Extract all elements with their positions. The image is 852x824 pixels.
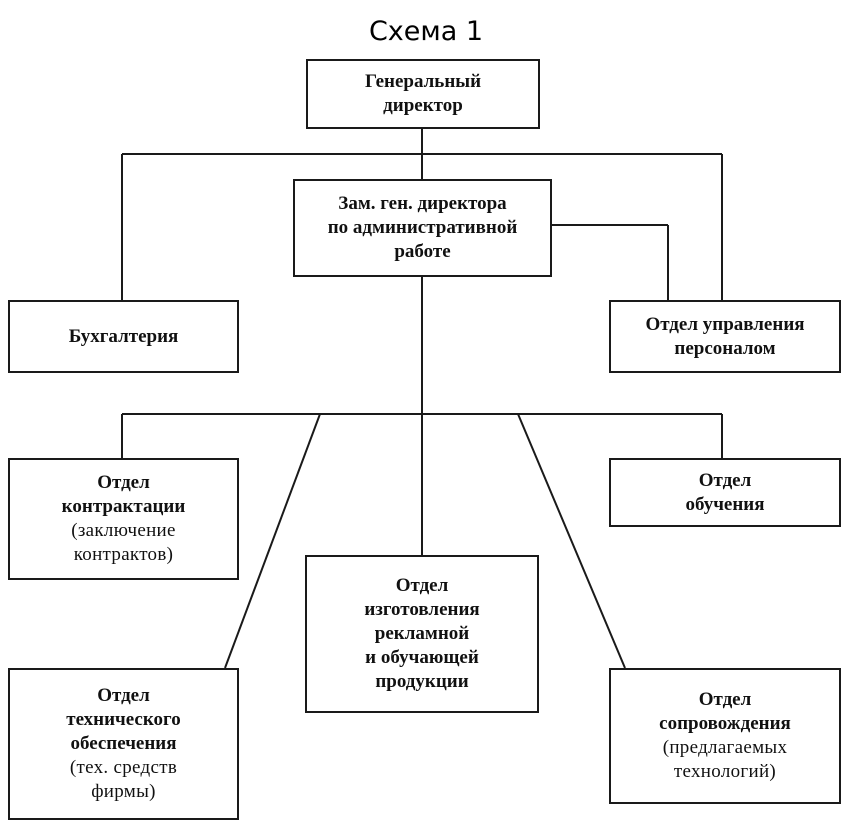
box-label-line: работе [394,241,451,262]
box-deputy-director: Зам. ген. директора по административной … [293,179,552,277]
box-label-line: директор [383,95,463,116]
box-label-line: технического [66,709,181,730]
diagram-title: Схема 1 [368,16,484,47]
box-label-line: изготовления [364,599,480,620]
box-label-line: Отдел [97,685,150,706]
box-note-line: (предлагаемых [662,737,788,758]
box-label-line: обеспечения [70,733,177,754]
box-label-line: продукции [375,671,469,692]
box-label-line: сопровождения [659,713,791,734]
box-contracting: Отдел контрактации (заключение контракто… [8,458,239,580]
box-label-line: персоналом [674,337,776,359]
box-technical: Отдел технического обеспечения (тех. сре… [8,668,239,820]
box-note-line: (тех. средств [69,757,178,778]
box-label-line: Генеральный [364,71,482,92]
box-label-line: Зам. ген. директора [338,193,507,214]
box-advertising: Отдел изготовления рекламной и обучающей… [305,555,539,713]
box-training: Отдел обучения [609,458,841,527]
box-personnel: Отдел управления персоналом [609,300,841,373]
box-note-line: контрактов) [73,544,174,565]
box-label-line: контрактации [61,496,186,517]
box-label-line: Отдел управления [645,313,805,335]
box-label-line: Отдел [97,472,150,493]
box-label-line: Отдел [698,469,752,491]
box-note-line: фирмы) [91,781,156,802]
connector-line [224,413,321,669]
box-label-line: и обучающей [365,647,479,668]
box-label-line: по административной [327,217,518,238]
box-label-line: Бухгалтерия [68,325,179,347]
box-note-line: (заключение [71,520,176,541]
box-general-director: Генеральный директор [306,59,540,129]
connector-line [517,413,626,669]
box-accounting: Бухгалтерия [8,300,239,373]
box-label-line: обучения [685,493,765,515]
box-label-line: рекламной [374,623,470,644]
box-support: Отдел сопровождения (предлагаемых технол… [609,668,841,804]
box-label-line: Отдел [395,575,449,596]
box-label-line: Отдел [698,689,752,710]
box-note-line: технологий) [673,761,777,782]
